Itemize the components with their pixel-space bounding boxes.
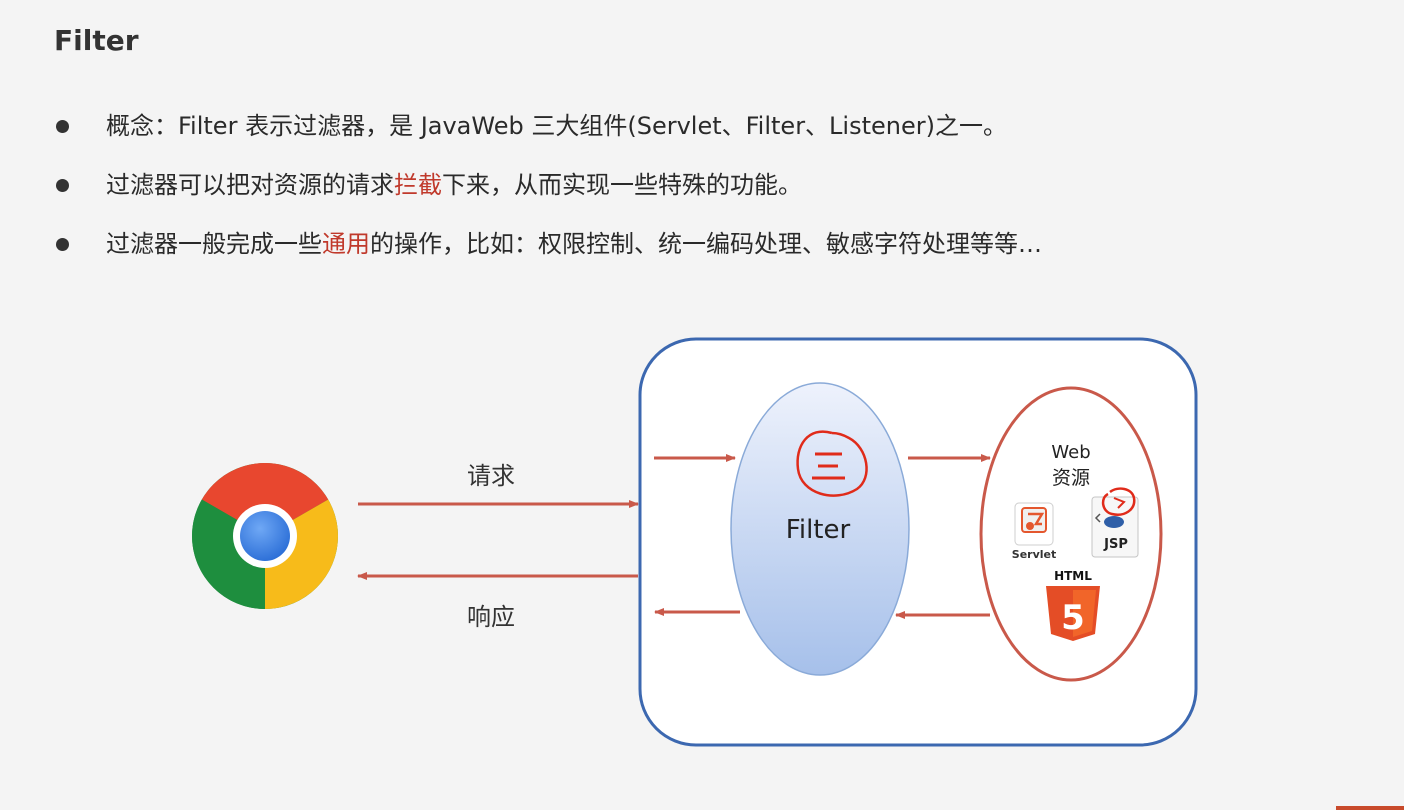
html5-badge: 5 [1061, 598, 1085, 638]
resource-label-line1: Web [1051, 442, 1090, 463]
jsp-icon: JSP [1091, 487, 1139, 558]
bullet-list: 概念：Filter 表示过滤器，是 JavaWeb 三大组件(Servlet、F… [56, 104, 1356, 281]
bullet-text: 过滤器一般完成一些通用的操作，比如：权限控制、统一编码处理、敏感字符处理等等… [106, 222, 1042, 266]
bullet-segment: 概念：Filter 表示过滤器，是 JavaWeb 三大组件(Servlet、F… [106, 112, 1007, 140]
bullet-segment: 过滤器一般完成一些 [106, 230, 322, 258]
bullet-text: 概念：Filter 表示过滤器，是 JavaWeb 三大组件(Servlet、F… [106, 104, 1007, 148]
filter-label: Filter [786, 515, 851, 545]
filter-menu-icon [796, 430, 868, 497]
highlight-segment: 拦截 [394, 171, 442, 199]
highlight-segment: 通用 [322, 230, 370, 258]
chrome-browser-icon [192, 463, 338, 609]
html5-icon: HTML 5 [1046, 569, 1100, 641]
slide-title: Filter [54, 24, 139, 57]
slide-corner-mark [1336, 806, 1404, 810]
resource-label-line2: 资源 [1052, 467, 1090, 489]
request-label: 请求 [467, 462, 515, 490]
bullet-dot [56, 179, 69, 192]
servlet-label: Servlet [1012, 548, 1056, 561]
bullet-segment: 的操作，比如：权限控制、统一编码处理、敏感字符处理等等… [370, 230, 1042, 258]
bullet-item: 过滤器可以把对资源的请求拦截下来，从而实现一些特殊的功能。 [56, 163, 1356, 222]
bullet-segment: 下来，从而实现一些特殊的功能。 [442, 171, 802, 199]
response-label: 响应 [467, 603, 515, 631]
web-resource-node [979, 386, 1163, 682]
bullet-item: 过滤器一般完成一些通用的操作，比如：权限控制、统一编码处理、敏感字符处理等等… [56, 222, 1356, 281]
jsp-label: JSP [1103, 537, 1128, 552]
bullet-text: 过滤器可以把对资源的请求拦截下来，从而实现一些特殊的功能。 [106, 163, 802, 207]
html-label: HTML [1054, 569, 1092, 583]
bullet-dot [56, 238, 69, 251]
bullet-item: 概念：Filter 表示过滤器，是 JavaWeb 三大组件(Servlet、F… [56, 104, 1356, 163]
bullet-dot [56, 120, 69, 133]
servlet-icon: Servlet [1012, 502, 1056, 561]
bullet-segment: 过滤器可以把对资源的请求 [106, 171, 394, 199]
